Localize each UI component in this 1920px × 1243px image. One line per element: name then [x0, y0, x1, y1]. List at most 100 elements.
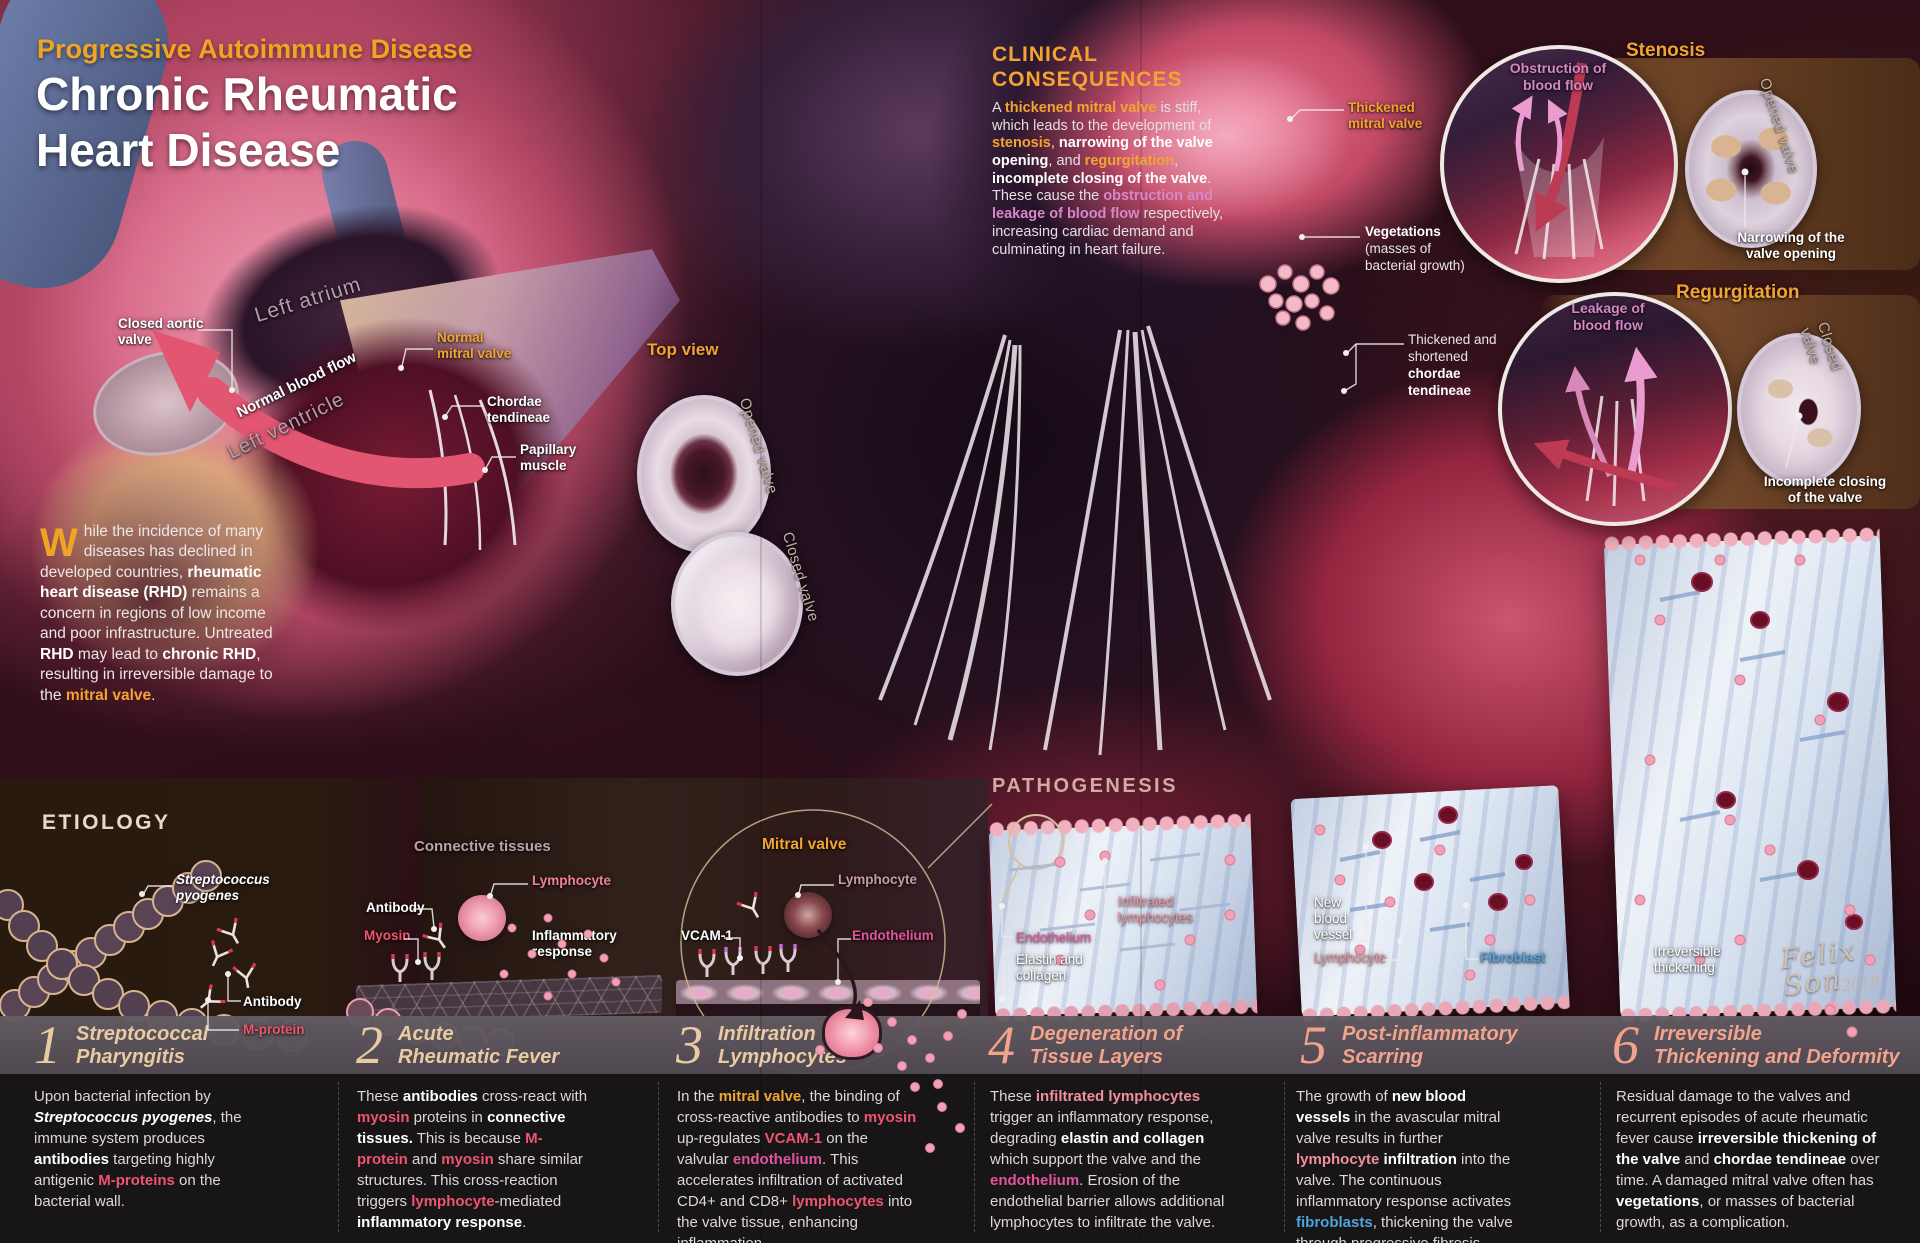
- step-title-5-line2: Scarring: [1342, 1046, 1424, 1068]
- left-atrium-cavity: [171, 169, 529, 456]
- stenosis-caption: Narrowing of the valve opening: [1737, 230, 1845, 261]
- label-new-blood-vessel: New blood vessel: [1314, 895, 1353, 942]
- column-separator: [338, 1082, 339, 1232]
- label-m-protein: M-protein: [243, 1022, 305, 1037]
- step-title-2-line2: Rheumatic Fever: [398, 1046, 560, 1068]
- title-line1: Chronic Rheumatic: [36, 68, 458, 120]
- step-title-5: Post-inflammatory Scarring: [1342, 1023, 1518, 1069]
- step-title-6-line2: Thickening and Deformity: [1654, 1046, 1900, 1068]
- column-separator: [1284, 1082, 1285, 1232]
- label-lymphocyte-3: Lymphocyte: [838, 872, 918, 887]
- infiltrating-lymphocyte-cell: [822, 1006, 882, 1060]
- connective-tissues-heading: Connective tissues: [414, 838, 551, 855]
- clinical-paragraph: A thickened mitral valve is stiff, which…: [992, 100, 1223, 258]
- label-papillary-muscle: Papillary muscle: [520, 442, 577, 473]
- step-title-5-line1: Post-inflammatory: [1342, 1023, 1518, 1045]
- mitral-valve-heading: Mitral valve: [762, 836, 847, 853]
- label-lymphocyte-5: Lymphocyte: [1314, 950, 1387, 965]
- step-title-2: Acute Rheumatic Fever: [398, 1023, 559, 1069]
- regurgitation-arrows: [1533, 346, 1679, 507]
- step-title-4-line1: Degeneration of: [1030, 1023, 1183, 1045]
- regurgitation-inset-circle: [1498, 292, 1732, 526]
- step-title-1-line1: Streptococcal: [76, 1023, 209, 1045]
- label-myosin: Myosin: [364, 928, 411, 943]
- label-endothelium-4: Endothelium: [1016, 930, 1092, 945]
- label-fibroblast: Fibroblast: [1480, 950, 1546, 965]
- label-leakage: Leakage of blood flow: [1571, 300, 1645, 333]
- label-irreversible-thickening: Irreversible thickening: [1654, 944, 1721, 975]
- label-infiltrated-lymphocytes: Infiltrated lymphocytes: [1118, 894, 1194, 925]
- label-endothelium-3: Endothelium: [852, 928, 934, 943]
- label-antibody-etiology: Antibody: [243, 994, 302, 1009]
- column-separator: [974, 1082, 975, 1232]
- step-number-3: 3: [676, 1015, 703, 1075]
- step-paragraph-3: In the mitral valve, the binding of cros…: [677, 1088, 917, 1243]
- step-title-3-line1: Infiltration of: [718, 1023, 841, 1045]
- step-number-1: 1: [34, 1015, 61, 1075]
- stenosis-opened-valve: [1685, 90, 1817, 248]
- label-inflammatory-response: Inflammatory response: [532, 928, 617, 959]
- step-number-4: 4: [988, 1015, 1015, 1075]
- step-title-4-line2: Tissue Layers: [1030, 1046, 1164, 1068]
- step-title-1: Streptococcal Pharyngitis: [76, 1023, 208, 1069]
- clinical-heading: CLINICAL CONSEQUENCES: [992, 42, 1183, 92]
- cut-plane: [340, 249, 680, 525]
- label-streptococcus-pyogenes: Streptococcus pyogenes: [176, 872, 270, 903]
- regurgitation-caption: Incomplete closing of the valve: [1763, 474, 1887, 505]
- tissue-bumps-top: [1603, 526, 1880, 552]
- clinical-heading-line2: CONSEQUENCES: [992, 68, 1183, 92]
- intro-text: hile the incidence of many diseases has …: [40, 523, 273, 704]
- activated-lymphocyte-cell: [784, 892, 832, 938]
- label-left-atrium: Left atrium: [252, 272, 365, 327]
- stenosis-inset-circle: [1440, 45, 1678, 283]
- label-closed-aortic-valve: Closed aortic valve: [118, 316, 204, 347]
- step-title-4: Degeneration of Tissue Layers: [1030, 1023, 1182, 1069]
- regurgitation-title: Regurgitation: [1676, 282, 1800, 303]
- label-antibody-2: Antibody: [366, 900, 425, 915]
- endothelium-bumps-top: [988, 812, 1251, 838]
- fold-crease: [760, 0, 762, 1243]
- fold-crease: [1140, 0, 1142, 1243]
- lymphocyte-cell: [458, 895, 506, 941]
- title-line2: Heart Disease: [36, 124, 341, 177]
- label-lymphocyte-2: Lymphocyte: [532, 873, 612, 888]
- label-elastin-collagen: Elastin and collagen: [1016, 952, 1083, 983]
- step-title-6: Irreversible Thickening and Deformity: [1654, 1023, 1900, 1069]
- top-view-opened-valve: [637, 395, 771, 553]
- step-paragraph-6: Residual damage to the valves and recurr…: [1616, 1088, 1880, 1231]
- title-kicker: Progressive Autoimmune Disease: [37, 34, 473, 64]
- step-number-6: 6: [1612, 1015, 1639, 1075]
- step-paragraph-2: These antibodies cross-react with myosin…: [357, 1088, 588, 1231]
- column-separator: [1600, 1082, 1601, 1232]
- step-title-3: Infiltration of Lymphocytes: [718, 1023, 847, 1069]
- label-chordae-tendineae: Chordae tendineae: [487, 394, 551, 425]
- column-separator: [658, 1082, 659, 1232]
- paragraph-band: [0, 1074, 1920, 1243]
- clinical-heading-line1: CLINICAL: [992, 43, 1098, 66]
- step-title-6-line1: Irreversible: [1654, 1023, 1762, 1045]
- top-view-closed-valve: [671, 532, 803, 676]
- intro-dropcap: W: [40, 521, 78, 565]
- chordae-strings: [878, 325, 1272, 756]
- step-paragraph-4: These infiltrated lymphocytes trigger an…: [990, 1088, 1225, 1231]
- step-title-2-line1: Acute: [398, 1023, 454, 1045]
- label-thickened-mitral-valve: Thickened mitral valve: [1348, 100, 1423, 131]
- label-thickened-chordae: Thickened and shortened chordae tendinea…: [1408, 332, 1497, 398]
- endothelium-cell-row: [676, 980, 980, 1006]
- regurgitation-closed-valve: [1737, 333, 1861, 485]
- pathogenesis-heading: PATHOGENESIS: [992, 775, 1178, 797]
- step-number-2: 2: [356, 1015, 383, 1075]
- step-number-5: 5: [1300, 1015, 1327, 1075]
- vegetations-cluster: [1259, 264, 1340, 331]
- etiology-heading: ETIOLOGY: [42, 811, 171, 834]
- step-title-1-line2: Pharyngitis: [76, 1046, 185, 1068]
- label-normal-mitral-valve: Normal mitral valve: [437, 330, 512, 361]
- label-vegetations: Vegetations (masses of bacterial growth): [1365, 224, 1465, 273]
- step-title-3-line2: Lymphocytes: [718, 1046, 847, 1068]
- step-title-band: [0, 1016, 1920, 1075]
- aortic-valve-shape: [81, 335, 251, 471]
- page-title: Chronic Rheumatic Heart Disease: [36, 66, 458, 178]
- stenosis-arrows: [1511, 62, 1604, 260]
